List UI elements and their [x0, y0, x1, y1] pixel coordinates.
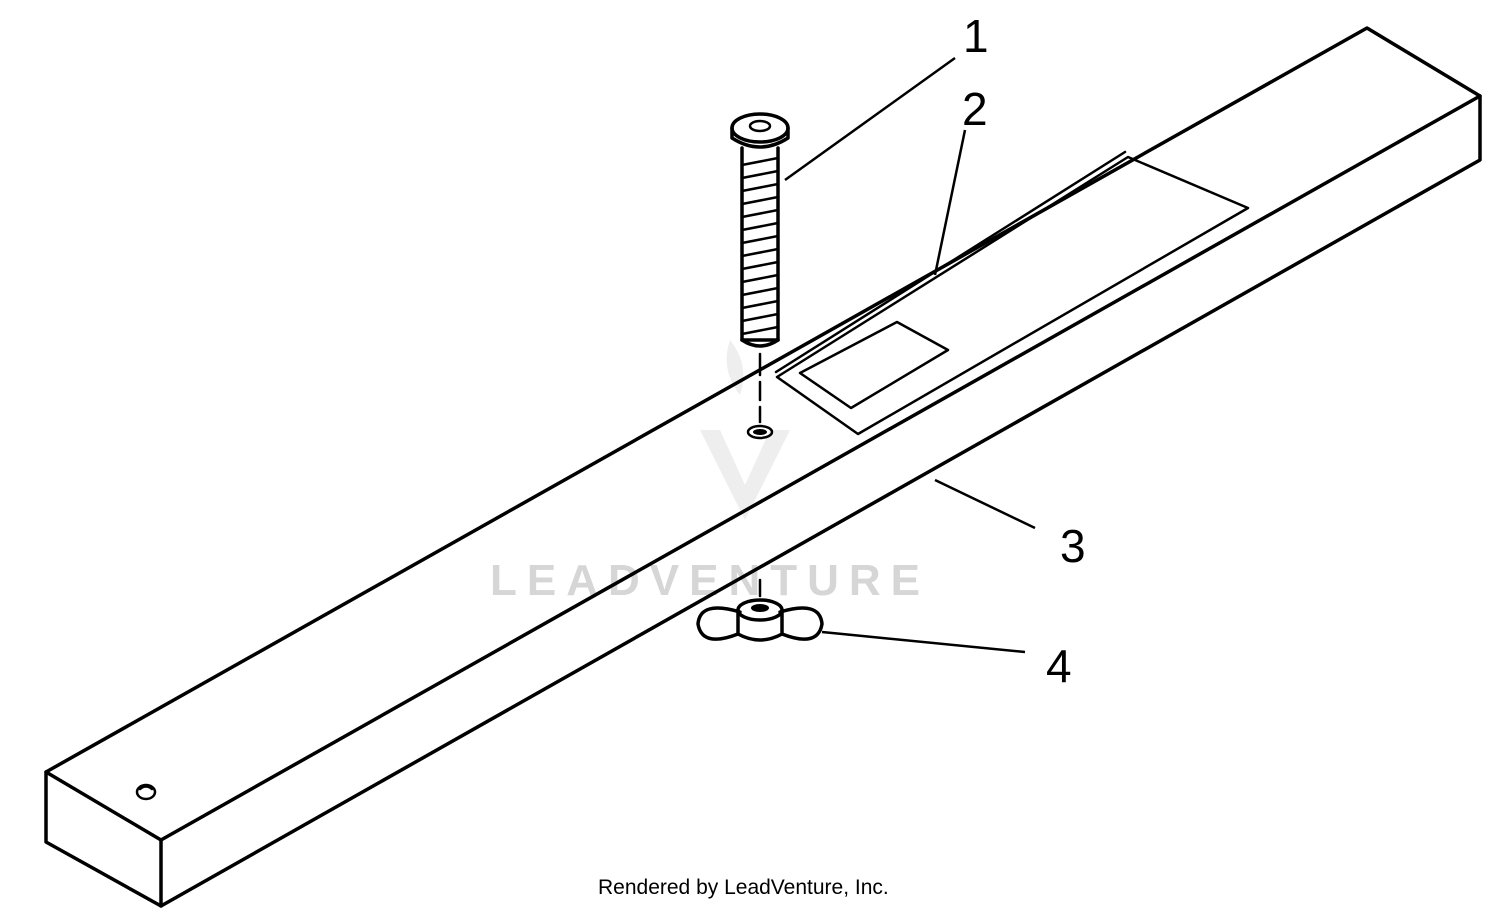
footer-credit: Rendered by LeadVenture, Inc. [598, 876, 889, 899]
watermark-text: LEADVENTURE [490, 556, 930, 605]
callout-3: 3 [1060, 520, 1086, 572]
leader-line-4 [821, 630, 1026, 654]
callout-1: 1 [963, 10, 989, 62]
leader-line-1 [784, 56, 956, 182]
leader-line-2 [933, 129, 967, 276]
callout-4: 4 [1046, 640, 1072, 692]
decal [774, 150, 1250, 436]
screw [730, 112, 790, 424]
leader-line-3 [934, 478, 1036, 530]
wing-nut [696, 578, 824, 642]
screw-threads [740, 156, 780, 336]
callout-2: 2 [962, 83, 988, 135]
board [44, 26, 1482, 908]
